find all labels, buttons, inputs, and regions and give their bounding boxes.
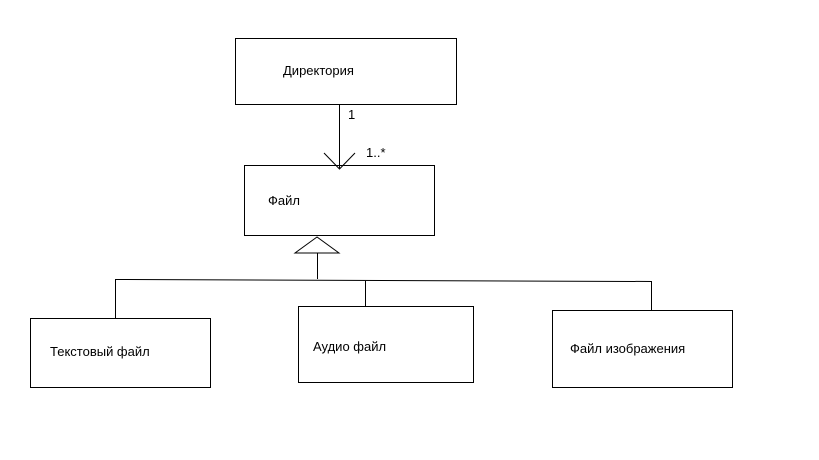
text-file-box: [30, 318, 211, 388]
file-label: Файл: [268, 193, 300, 208]
image-file-label: Файл изображения: [570, 341, 686, 356]
multiplicity-source-label: 1: [348, 107, 356, 122]
audio-file-box: [298, 306, 474, 383]
image-file-box: [552, 310, 733, 388]
audio-file-label: Аудио файл: [313, 339, 387, 354]
multiplicity-target-label: 1..*: [366, 145, 386, 160]
association-arrowhead: [323, 152, 356, 170]
directory-label: Директория: [283, 63, 354, 78]
generalization-triangle: [293, 236, 341, 254]
generalization-bus: [114, 279, 653, 282]
directory-box: [235, 38, 457, 105]
text-file-label: Текстовый файл: [50, 344, 150, 359]
